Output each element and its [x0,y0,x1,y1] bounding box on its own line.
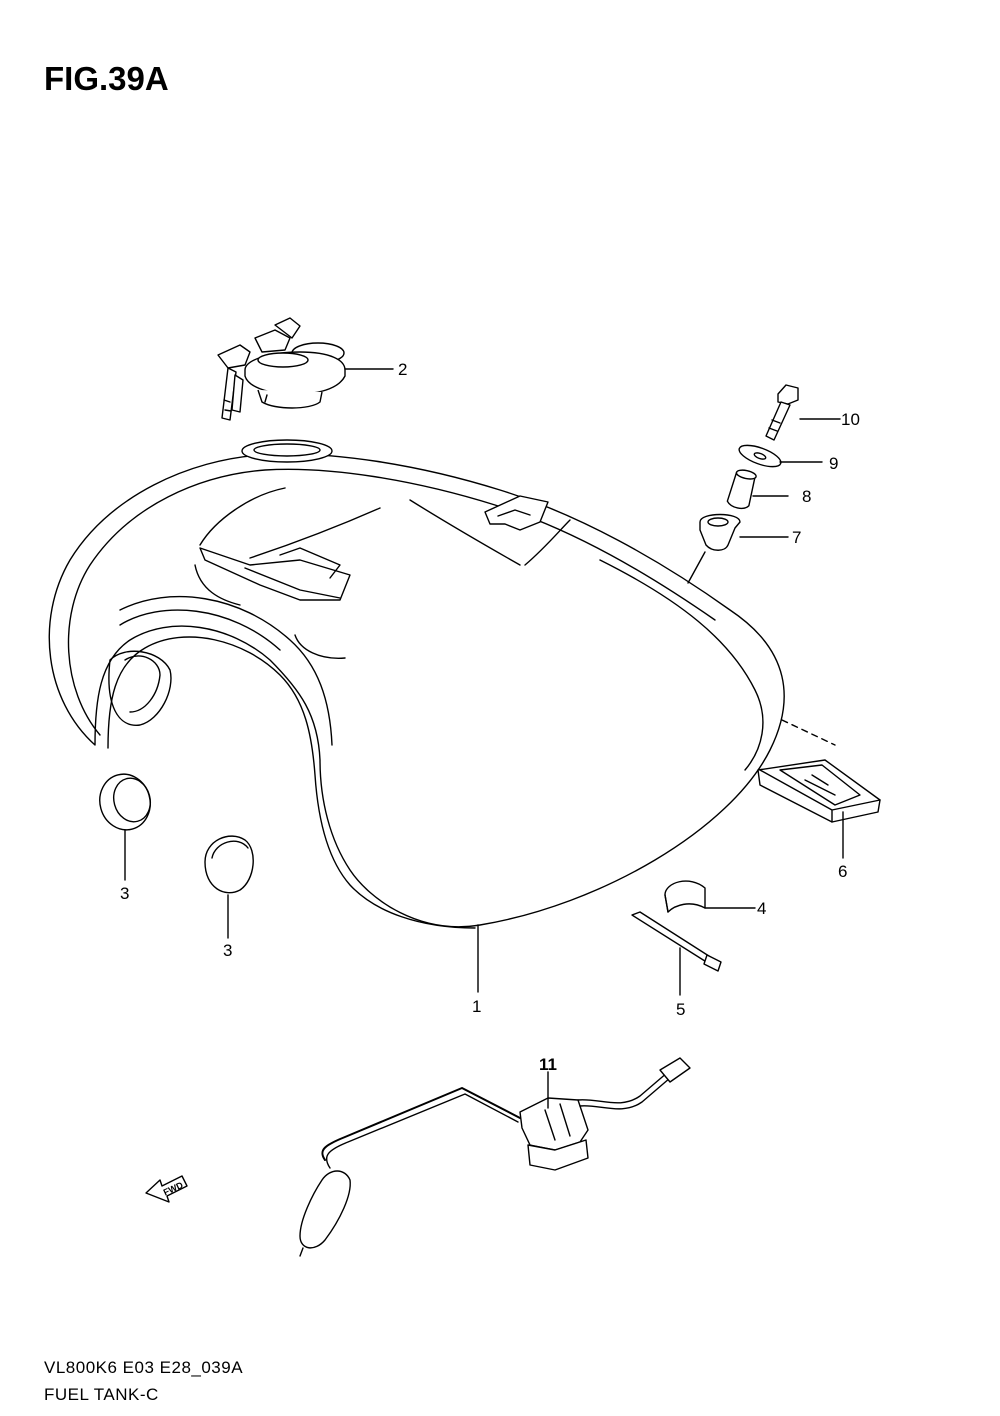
cushion [699,513,741,551]
collar [726,469,757,510]
callout-labels: 1 2 3 3 4 5 6 7 8 9 10 11 [120,360,860,1074]
callout-10: 10 [841,410,860,429]
callout-1: 1 [472,997,481,1016]
callout-4: 4 [757,899,766,918]
callout-8: 8 [802,487,811,506]
callout-2: 2 [398,360,407,379]
fuel-cap-with-keys [217,317,346,421]
callout-11: 11 [539,1055,557,1074]
callout-6: 6 [838,862,847,881]
cable-tie [631,911,722,972]
leader-lines [124,368,844,1109]
model-code: VL800K6 E03 E28_039A [44,1358,244,1377]
rear-cushion-pad [757,759,881,823]
cap-plug-2 [204,835,254,894]
fuel-tank [48,439,785,929]
forward-arrow-icon: FWD [145,1175,188,1203]
section-name: FUEL TANK-C [44,1385,159,1404]
callout-7: 7 [792,528,801,547]
mounting-bolt [765,384,799,441]
figure-title: FIG.39A [44,60,169,97]
callout-9: 9 [829,454,838,473]
washer [738,444,782,468]
cap-plug-1 [99,773,151,831]
callout-3b: 3 [223,941,232,960]
fuel-level-sender [299,1057,691,1257]
clamp [664,880,706,913]
callout-5: 5 [676,1000,685,1019]
callout-3a: 3 [120,884,129,903]
